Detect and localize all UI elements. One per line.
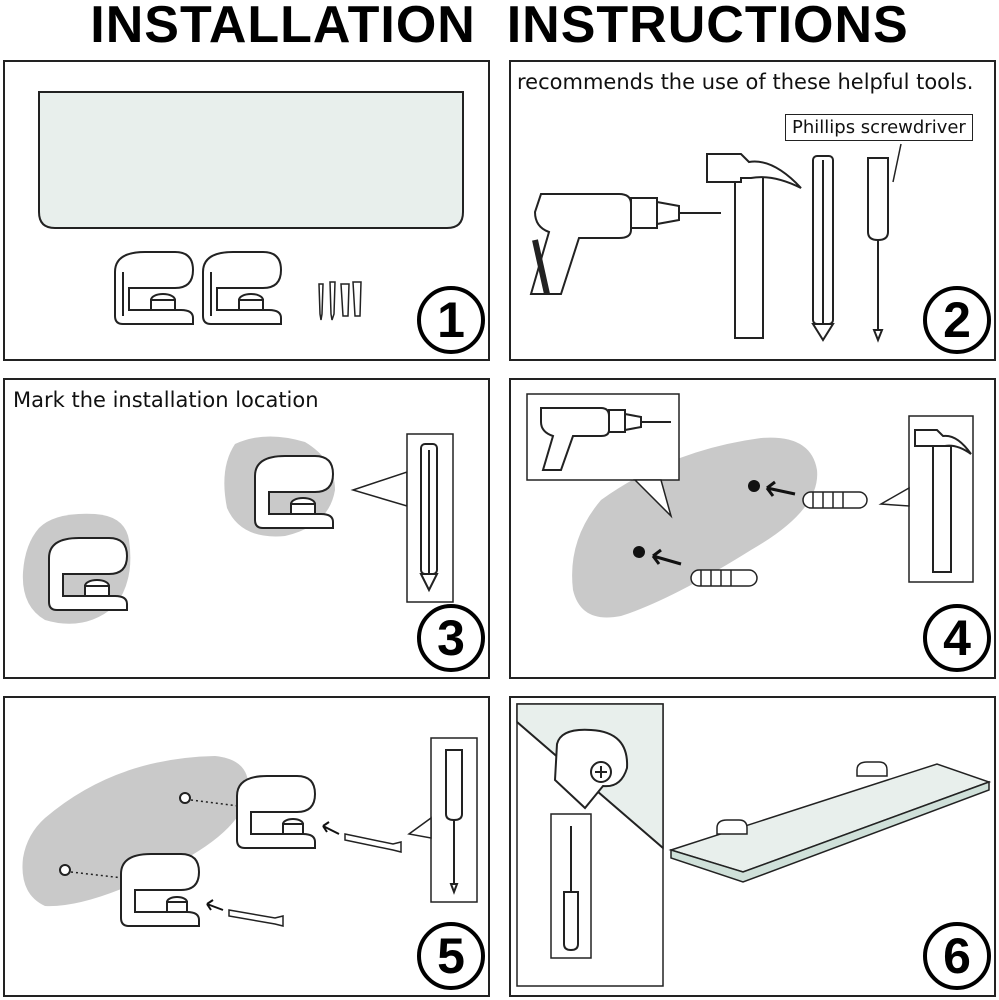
arrow-icon (322, 821, 340, 835)
drill-hole (633, 546, 645, 558)
step-2-caption: recommends the use of these helpful tool… (517, 70, 974, 94)
step-6-panel: 6 (509, 696, 996, 997)
clamp-bracket (48, 537, 129, 611)
drill-hole (748, 480, 760, 492)
screwdriver-callout: Phillips screwdriver (785, 114, 973, 141)
clamp-bracket (202, 251, 283, 325)
wall-area (22, 756, 249, 907)
step-5-panel: 5 (3, 696, 490, 997)
drill-hole (59, 864, 71, 876)
clamp-bracket (120, 853, 201, 927)
screw-icon (228, 909, 284, 927)
step-4-panel: 4 (509, 378, 996, 679)
clamp-bracket (553, 728, 629, 810)
clamp-bracket (236, 775, 317, 849)
screwdriver-icon (563, 826, 579, 952)
drill-hole (179, 792, 191, 804)
step-5-illustration (22, 737, 478, 927)
glass-shelf (668, 763, 992, 873)
screws-and-anchors (318, 281, 362, 321)
screwdriver-icon (867, 157, 889, 343)
screwdriver-icon (445, 749, 463, 895)
pencil-icon (811, 155, 835, 342)
arrow-icon (765, 480, 796, 497)
step-4-illustration (526, 393, 974, 618)
arrow-icon (206, 899, 224, 911)
step-2-panel: recommends the use of these helpful tool… (509, 60, 996, 361)
wall-anchor (690, 569, 758, 587)
step-6-illustration (516, 703, 992, 987)
drill-icon (540, 407, 671, 471)
step-3-panel: Mark the installation location 3 (3, 378, 490, 679)
clamp-bracket (716, 761, 888, 835)
page-title: INSTALLATION INSTRUCTIONS (90, 0, 909, 54)
wall-anchor (802, 491, 868, 509)
step-1-illustration (38, 91, 464, 325)
step-1-panel: 1 (3, 60, 490, 361)
hammer-icon (914, 429, 972, 573)
step-number-1: 1 (417, 286, 485, 354)
glass-shelf (38, 91, 464, 229)
hammer-icon (706, 153, 802, 339)
clamp-bracket (114, 251, 195, 325)
arrow-icon (651, 548, 682, 566)
step-number-4: 4 (923, 604, 991, 672)
step-number-5: 5 (417, 922, 485, 990)
step-number-3: 3 (417, 604, 485, 672)
step-3-caption: Mark the installation location (13, 388, 319, 412)
step-number-6: 6 (923, 922, 991, 990)
step-2-illustration (529, 143, 902, 343)
step-3-illustration (22, 433, 454, 624)
pencil-icon (419, 443, 439, 593)
clamp-bracket (254, 455, 335, 529)
drill-icon (529, 193, 721, 295)
screw-icon (344, 833, 402, 853)
step-number-2: 2 (923, 286, 991, 354)
